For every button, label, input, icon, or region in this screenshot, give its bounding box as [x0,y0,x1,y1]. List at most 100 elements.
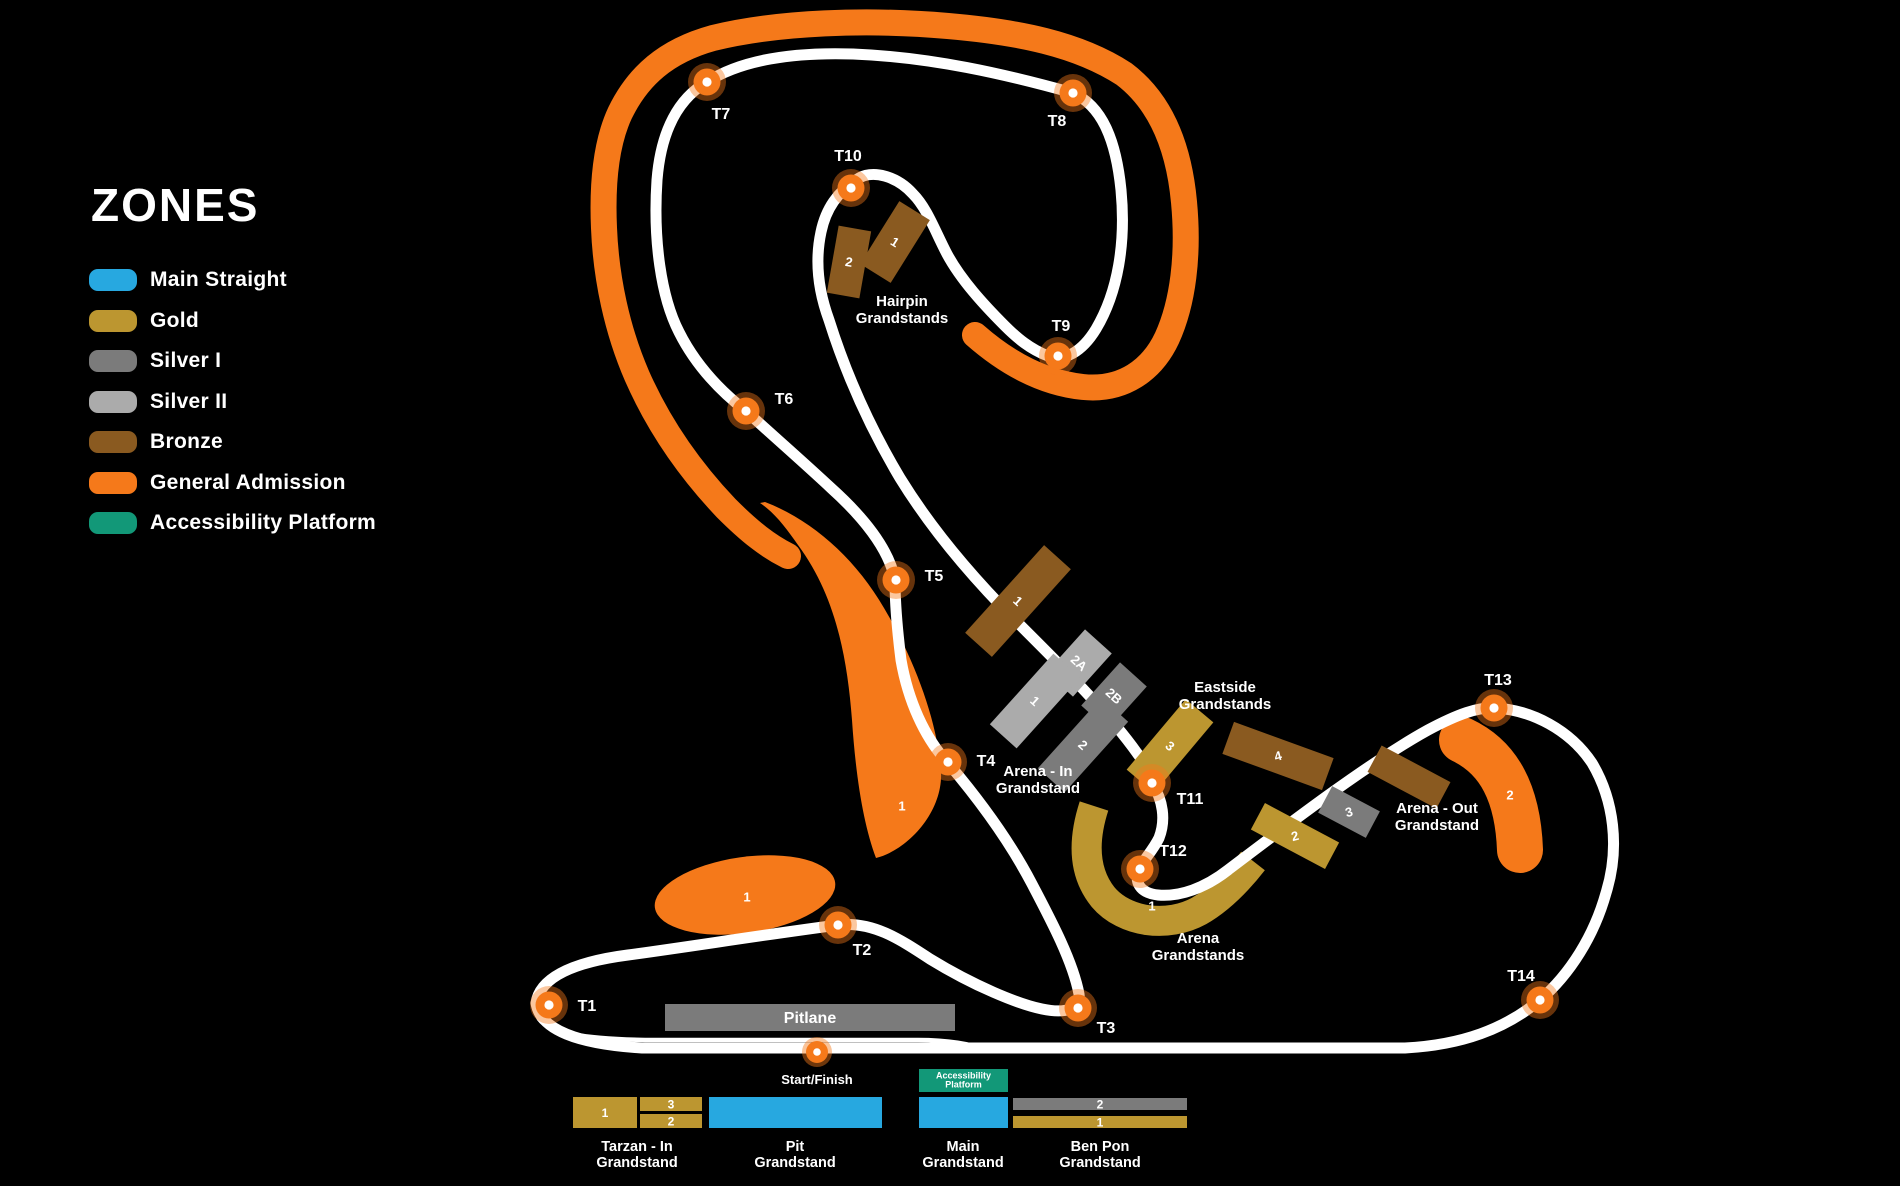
turn-label-t8: T8 [1048,113,1067,130]
legend-label: Main Straight [150,268,287,292]
map-text: 1 [743,890,750,905]
marker-center [1135,864,1145,874]
map-text: Arena - In [1003,763,1072,780]
map-text: Eastside [1194,679,1256,696]
turn-label-t9: T9 [1052,318,1071,335]
map-text: Pit [786,1139,805,1155]
map-text: Hairpin [876,293,928,310]
map-text: Main [946,1139,979,1155]
turn-marker-t3: T3 [1059,989,1115,1037]
zone-box-benpon-2: 2 [1013,1098,1187,1112]
turn-label-t4: T4 [977,753,996,770]
turn-label-t6: T6 [775,391,794,408]
grandstand-fill [1250,803,1340,869]
map-text: 2 [1097,1098,1104,1112]
start-finish-marker: Start/Finish [781,1037,853,1087]
marker-center [741,406,751,416]
legend-item-silver-ii: Silver II [89,382,376,423]
marker-center [1535,995,1545,1005]
turn-label-t10: T10 [834,148,862,165]
turn-marker-t6: T6 [727,391,793,430]
map-text: 4 [1273,748,1285,765]
map-text: 2 [844,254,854,270]
map-text: Grandstand [1059,1155,1140,1171]
grandstand-rect-eastside-4: 4 [1222,721,1334,791]
ga-arena-out-crescent [1439,717,1543,873]
turn-marker-t11: T11 [1133,764,1203,808]
legend-label: Silver I [150,349,222,373]
grandstand-fill [1367,745,1451,809]
map-text: 1 [898,799,905,814]
legend-item-bronze: Bronze [89,422,376,463]
grandstand-rect-arena-3: 3 [1318,786,1380,838]
map-text: Grandstand [596,1155,677,1171]
legend-item-main-straight: Main Straight [89,260,376,301]
zone-box-tarzan-1: 1 [573,1097,637,1128]
turn-label-t11: T11 [1177,791,1204,808]
legend-label: Accessibility Platform [150,511,377,535]
zone-box-fill [919,1097,1008,1128]
grandstand-rect-arena-2: 2 [1250,803,1340,869]
map-text: 3 [1344,804,1355,820]
legend-item-accessibility-platform: Accessibility Platform [89,503,376,544]
marker-center [1053,351,1063,361]
map-text: Pitlane [784,1010,837,1027]
turn-marker-t10: T10 [832,148,870,207]
map-text: 2 [668,1115,675,1129]
pitlane-bar: Pitlane [665,1004,955,1031]
marker-center [544,1000,554,1010]
turn-marker-t14: T14 [1507,968,1559,1019]
turn-label-t14: T14 [1507,968,1535,985]
turn-label-t13: T13 [1484,672,1512,689]
turn-label-t2: T2 [853,942,872,959]
turn-marker-t2: T2 [819,906,871,959]
ga-oval [654,855,836,935]
grandstand-rect-eastside-3: 3 [1126,699,1214,793]
turn-marker-t4: T4 [929,743,995,781]
grandstand-rect-hairpin-2: 2 [826,225,872,299]
map-text: Grandstands [856,310,949,327]
map-text: 1 [602,1106,609,1120]
map-text: Start/Finish [781,1072,853,1087]
legend-item-gold: Gold [89,301,376,342]
legend-item-general-admission: General Admission [89,463,376,504]
grandstand-rect-arena-in-1: 1 [989,653,1081,749]
pitlane-line [533,938,991,1054]
marker-center [891,575,901,585]
turn-marker-t1: T1 [530,986,596,1024]
marker-center [1068,88,1078,98]
zone-box-fill [640,1097,702,1111]
grandstand-fill [1037,697,1129,793]
grandstand-fill [989,653,1081,749]
legend-swatch-general-admission [89,471,137,494]
pitlane-rect [665,1004,955,1031]
legend-swatch-bronze [89,431,137,454]
ga-teardrop [760,502,942,858]
map-text: Grandstands [1179,696,1272,713]
track-outline [530,48,1619,1054]
marker-center [846,183,856,193]
grandstand-fill [1126,699,1214,793]
grandstand-rect-eastside-1: 1 [965,545,1071,657]
marker-center [702,77,712,87]
turn-label-t7: T7 [712,106,731,123]
zone-box-fill [1013,1116,1187,1128]
zone-box-fill [640,1114,702,1128]
turn-marker-t5: T5 [877,561,943,599]
marker-center [833,920,843,930]
turn-marker-t13: T13 [1475,672,1513,727]
grandstand-rect-hairpin-1: 1 [860,201,930,283]
